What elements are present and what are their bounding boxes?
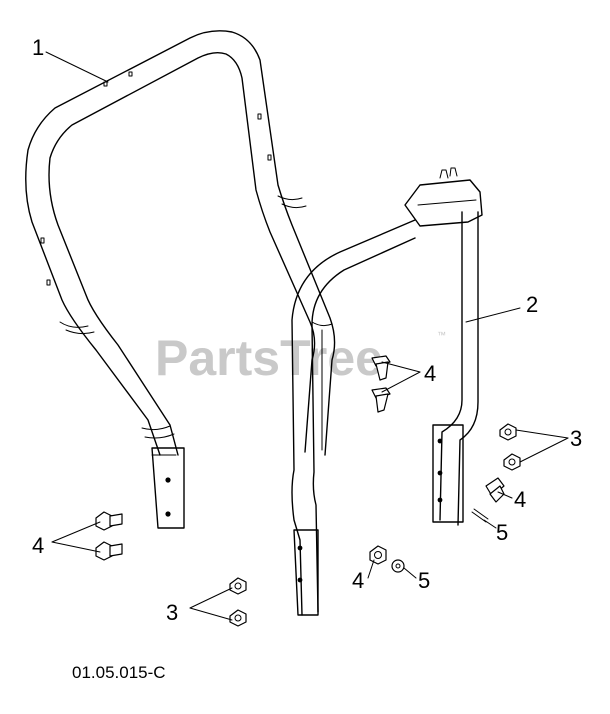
callout-2: 2 [526,292,538,317]
callout-5-washer: 5 [418,568,430,593]
washer [391,559,405,573]
roll-bar-front-frame [291,167,483,616]
callout-1: 1 [32,35,44,60]
callout-4-right-bolt: 4 [514,487,526,512]
callout-3-right-nuts: 3 [570,426,582,451]
carriage-bolt-lower [371,387,391,413]
flange-nut-right-upper [499,423,517,441]
bolt-left-upper [95,511,123,531]
watermark: PartsTree ™ [155,330,446,386]
callout-3-bottom-nuts: 3 [166,600,178,625]
callout-4-carriage-bolts: 4 [424,361,436,386]
callout-4-left-bolts: 4 [32,533,44,558]
flange-nut-bottom-upper [229,577,247,595]
flange-nut-right-lower [503,453,521,471]
leader-lines [45,51,569,621]
flange-nut-bottom-lower [229,609,247,627]
callout-labels: 1 2 4 3 4 5 4 3 4 5 [32,35,582,625]
callout-4-bottom-nut: 4 [352,568,364,593]
bolt-left-lower [95,541,123,561]
cotter-pin [471,508,489,523]
bolt-right [485,477,505,503]
watermark-text: PartsTree [155,330,383,386]
roll-bar-rear-tube [25,30,336,529]
flange-nut-bottom [369,545,387,565]
carriage-bolt-upper [371,355,391,381]
watermark-trademark: ™ [437,330,446,340]
callout-5-cotter-pin: 5 [496,520,508,545]
drawing-code: 01.05.015-C [72,663,166,682]
